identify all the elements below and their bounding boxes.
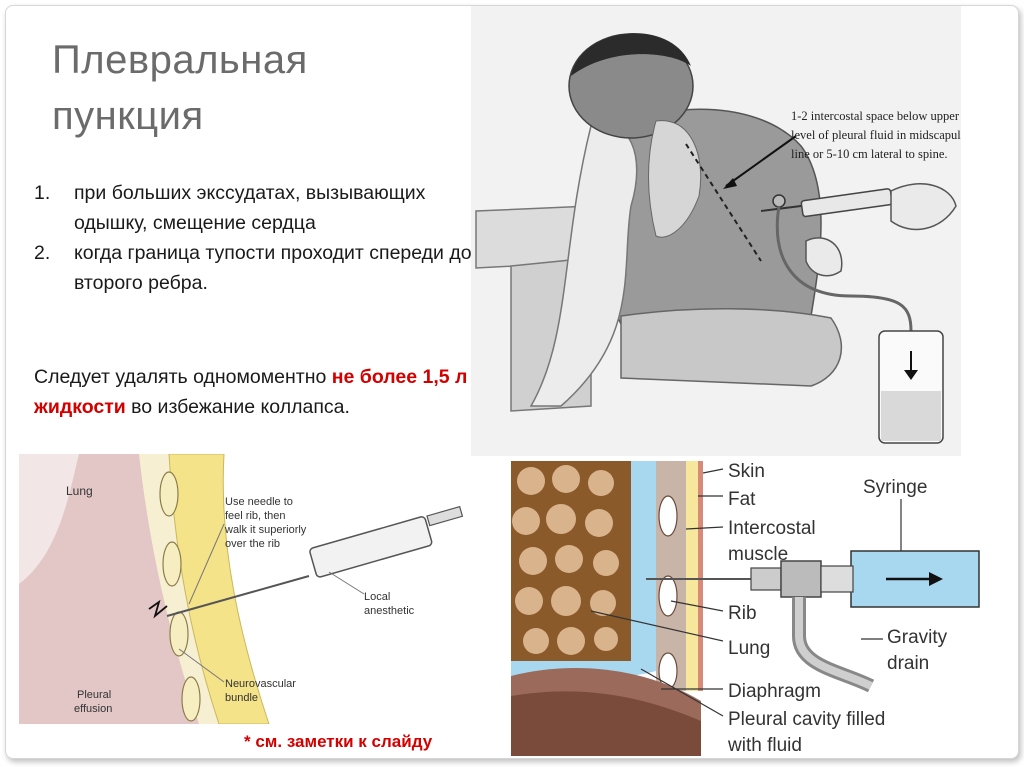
- needle-technique-illustration: Lung Use needle to feel rib, then walk i…: [19, 454, 464, 724]
- title-line-2: пункция: [52, 94, 204, 138]
- label-drain-2: drain: [887, 653, 929, 674]
- note-text-after: во избежание коллапса.: [125, 396, 350, 418]
- list-item-text: при больших экссудатах, вызывающих одышк…: [74, 182, 426, 234]
- cross-section-illustration: Skin Fat Intercostal muscle Rib Lung Dia…: [511, 461, 981, 756]
- back-puncture-illustration: 1-2 intercostal space below upper level …: [471, 6, 961, 456]
- label-rib: Rib: [728, 603, 757, 624]
- label-cavity-2: with fluid: [727, 735, 802, 756]
- label-bundle-1: Neurovascular: [225, 678, 296, 690]
- list-item-text: когда граница тупости проходит спереди д…: [74, 242, 472, 294]
- note-highlight: не более 1,5 л жидкости: [34, 366, 468, 418]
- label-anesthetic-2: anesthetic: [364, 605, 415, 617]
- back-puncture-svg: 1-2 intercostal space below upper level …: [471, 6, 961, 456]
- label-lung: Lung: [728, 638, 770, 659]
- label-lung: Lung: [66, 484, 93, 498]
- slide-title: Плевральная пункция: [52, 32, 452, 144]
- list-item: 1. при больших экссудатах, вызывающих од…: [34, 178, 474, 238]
- list-item-number: 2.: [34, 242, 51, 264]
- label-needle-1: Use needle to: [225, 496, 293, 508]
- back-caption-line-2: level of pleural fluid in midscapular: [791, 128, 961, 142]
- back-caption-line-3: line or 5-10 cm lateral to spine.: [791, 147, 948, 161]
- label-cavity-1: Pleural cavity filled: [728, 709, 885, 730]
- label-effusion-1: Pleural: [77, 689, 111, 701]
- note-text-before: Следует удалять одномоментно: [34, 366, 332, 388]
- notes-reference: * см. заметки к слайду: [244, 732, 433, 751]
- label-needle-4: over the rib: [225, 538, 280, 550]
- volume-note: Следует удалять одномоментно не более 1,…: [34, 362, 474, 422]
- title-line-1: Плевральная: [52, 38, 308, 82]
- needle-technique-svg: Lung Use needle to feel rib, then walk i…: [19, 454, 464, 724]
- label-needle-3: walk it superiorly: [224, 524, 307, 536]
- back-caption-line-1: 1-2 intercostal space below upper: [791, 109, 960, 123]
- label-skin: Skin: [728, 461, 765, 482]
- list-item-number: 1.: [34, 182, 51, 204]
- label-effusion-2: effusion: [74, 703, 112, 715]
- label-bundle-2: bundle: [225, 692, 258, 704]
- label-syringe: Syringe: [863, 477, 927, 498]
- label-needle-2: feel rib, then: [225, 510, 286, 522]
- indications-list: 1. при больших экссудатах, вызывающих од…: [34, 178, 474, 298]
- label-diaphragm: Diaphragm: [728, 681, 821, 702]
- list-item: 2. когда граница тупости проходит сперед…: [34, 238, 474, 298]
- label-fat: Fat: [728, 489, 756, 510]
- label-anesthetic-1: Local: [364, 591, 390, 603]
- slide: Плевральная пункция 1. при больших экссу…: [5, 5, 1019, 759]
- label-drain-1: Gravity: [887, 627, 948, 648]
- label-muscle-1: Intercostal: [728, 518, 816, 539]
- cross-section-svg: Skin Fat Intercostal muscle Rib Lung Dia…: [511, 461, 981, 756]
- label-muscle-2: muscle: [728, 544, 788, 565]
